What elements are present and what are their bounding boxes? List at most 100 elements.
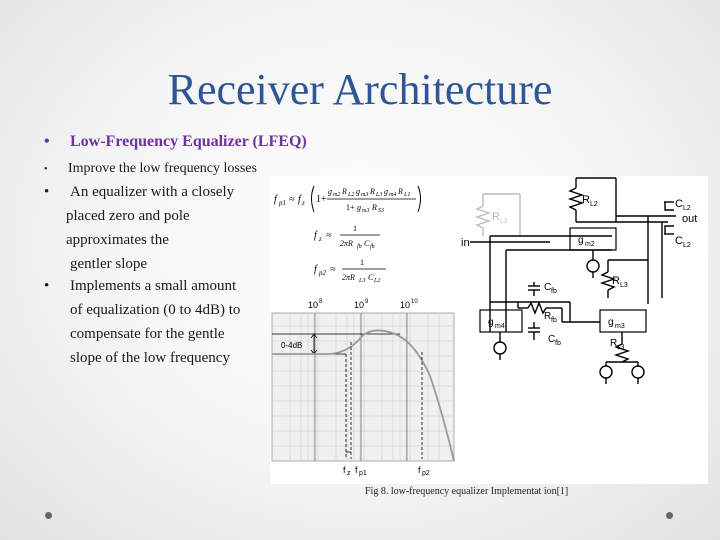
bullet-marker: • — [44, 133, 50, 150]
svg-text:R: R — [397, 187, 403, 196]
rl3-label: R — [612, 275, 620, 287]
bullet-3-line-3: compensate for the gentle — [70, 326, 225, 342]
rfb-sub: fb — [551, 317, 557, 324]
gm2-label: g — [578, 235, 584, 246]
svg-text:1: 1 — [353, 224, 357, 233]
eq-fp2-lhs: f — [314, 264, 318, 275]
svg-text:g: g — [328, 187, 332, 196]
svg-text:g: g — [384, 187, 388, 196]
fp1-label: f — [355, 465, 358, 475]
cfb1-label: C — [544, 282, 551, 293]
cfb1-sub: fb — [551, 288, 557, 295]
plot-decade-labels: 10 8 10 9 10 10 — [308, 299, 418, 310]
svg-text:m4: m4 — [389, 191, 396, 198]
cl2a-sub: L2 — [683, 205, 691, 212]
svg-text:R: R — [371, 203, 377, 212]
svg-text:L2: L2 — [347, 192, 354, 198]
svg-text:f: f — [298, 194, 302, 205]
svg-text:1+: 1+ — [346, 203, 355, 212]
rl3-sub: L3 — [620, 282, 628, 289]
decade-label-2: 10 — [354, 300, 364, 310]
gm3-sub: m3 — [615, 323, 625, 330]
svg-text:m2: m2 — [333, 192, 340, 198]
rfb-label: R — [544, 311, 551, 322]
fp1-sub: p1 — [359, 470, 367, 477]
svg-text:fb: fb — [370, 243, 375, 250]
gm3-label: g — [608, 317, 614, 328]
svg-text:≈: ≈ — [330, 264, 336, 275]
svg-text:m3: m3 — [362, 208, 369, 214]
bullet-2-line-3: approximates the — [66, 232, 169, 248]
decade-exp-3: 10 — [411, 299, 418, 305]
bullet-2-line-2: placed zero and pole — [66, 208, 190, 224]
svg-text:m3: m3 — [361, 192, 368, 198]
svg-text:≈: ≈ — [289, 194, 295, 205]
decade-label-1: 10 — [308, 300, 318, 310]
bullet-1-text: Improve the low frequency losses — [68, 161, 257, 176]
rl1-sub: L1 — [500, 218, 508, 225]
bullet-3-line-4: slope of the low frequency — [70, 350, 230, 366]
corner-markers — [345, 342, 423, 459]
rl2-label: R — [582, 194, 590, 206]
bullet-2-line-1: An equalizer with a closely — [70, 184, 235, 200]
svg-text:S3: S3 — [378, 208, 384, 214]
gm4-label: g — [488, 317, 494, 328]
cl2b-sub: L2 — [683, 242, 691, 249]
response-curve — [272, 329, 455, 462]
cfb2-label: C — [548, 334, 555, 345]
in-label: in — [461, 237, 470, 249]
bullet-3-line-2: of equalization (0 to 4dB) to — [70, 302, 241, 318]
bullet-3: • Implements a small amount — [44, 274, 236, 298]
bullet-marker: • — [44, 164, 48, 175]
svg-text:g: g — [356, 187, 360, 196]
gm2-sub: m2 — [585, 241, 595, 248]
decade-exp-2: 9 — [365, 299, 369, 305]
svg-text:z: z — [301, 199, 305, 207]
svg-text:L2: L2 — [373, 278, 380, 284]
heading-text: Low-Frequency Equalizer (LFEQ) — [70, 133, 307, 150]
rl1-resistor — [474, 193, 521, 236]
svg-text:R: R — [341, 187, 347, 196]
svg-text:R: R — [369, 187, 375, 196]
fz-label: f — [343, 465, 346, 475]
rs3-label: R — [610, 338, 617, 349]
svg-text:L3: L3 — [375, 192, 382, 198]
fp2-sub: p2 — [422, 470, 430, 477]
out-label: out — [682, 213, 697, 225]
svg-text:C: C — [364, 239, 370, 248]
svg-text:1: 1 — [360, 258, 364, 267]
bullet-2-line-4: gentler slope — [70, 256, 148, 272]
decade-label-3: 10 — [400, 300, 410, 310]
bullet-marker: • — [44, 184, 50, 200]
svg-text:p2: p2 — [318, 269, 327, 277]
svg-text:p1: p1 — [278, 199, 286, 207]
slide-title: Receiver Architecture — [167, 65, 553, 114]
svg-text:L3: L3 — [358, 278, 365, 284]
slide-dot-left — [45, 512, 52, 519]
fz-sub: z — [347, 470, 351, 477]
svg-text:2πR: 2πR — [340, 239, 353, 248]
slide-dot-right — [666, 512, 673, 519]
bullet-marker: • — [44, 278, 50, 294]
svg-text:g: g — [357, 203, 361, 212]
plot-grid — [272, 313, 454, 461]
rs3-sub: s3 — [617, 344, 625, 351]
bullet-1: • Improve the low frequency losses — [44, 157, 257, 182]
svg-text:C: C — [368, 273, 374, 282]
bullet-heading: • Low-Frequency Equalizer (LFEQ) — [44, 130, 307, 154]
corner-labels: f z f p1 f p2 — [343, 465, 430, 477]
svg-text:1+: 1+ — [316, 194, 327, 205]
cfb2-sub: fb — [555, 340, 561, 347]
rl1-label: R — [492, 211, 500, 223]
gm4-sub: m4 — [495, 323, 505, 330]
cl2a-label: C — [675, 198, 683, 210]
eq-fz-lhs: f — [314, 230, 318, 241]
svg-text:≈: ≈ — [326, 230, 332, 241]
fp2-label: f — [418, 465, 421, 475]
svg-text:fb: fb — [357, 243, 362, 250]
bullet-3-line-1: Implements a small amount — [70, 278, 237, 294]
